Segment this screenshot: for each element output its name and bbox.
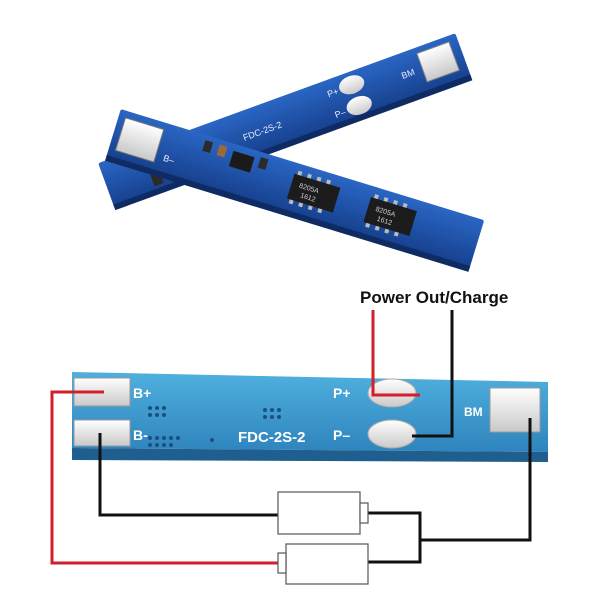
front-b-minus-label: B–: [162, 153, 175, 166]
via-cluster-2: [210, 408, 281, 442]
chip-1: 8205A 1612: [286, 170, 341, 214]
back-p-minus-pad: [346, 95, 372, 116]
back-p-plus-label: P+: [326, 86, 340, 99]
wire-power-black: [412, 310, 454, 438]
chip-2: 8205A 1612: [363, 194, 417, 237]
wire-b-plus-red: [50, 390, 278, 565]
p-minus-pad: [367, 419, 417, 449]
main-board: B+ B- FDC-2S-2 P+ P– BM: [72, 372, 548, 462]
top-board-photo: BM P+ P– FDC-2S-2 B–: [98, 33, 484, 272]
wires: [50, 310, 532, 565]
power-out-charge-caption: Power Out/Charge: [360, 288, 509, 307]
chip-1-line2: 1612: [299, 192, 316, 203]
b-plus-label: B+: [133, 385, 151, 401]
back-p-minus-label: P–: [333, 107, 347, 120]
back-bm-label: BM: [400, 67, 416, 81]
back-bm-pad: [416, 41, 460, 83]
bm-label: BM: [464, 405, 483, 419]
via-cluster-1: [148, 406, 180, 447]
p-plus-label: P+: [333, 385, 351, 401]
bm-pad: [489, 387, 541, 433]
battery-cell-1: [277, 491, 369, 535]
wire-bm-black: [420, 418, 532, 542]
front-b-minus-pad: [114, 117, 165, 163]
p-minus-label: P–: [333, 427, 350, 443]
b-minus-pad: [73, 419, 131, 447]
front-board: B– 8205A 1612 8205A: [105, 109, 484, 272]
model-label: FDC-2S-2: [238, 429, 306, 446]
p-plus-pad: [367, 378, 417, 408]
battery-cell-2: [277, 543, 369, 585]
back-p-plus-pad: [339, 75, 365, 95]
wire-b-minus-black: [98, 433, 278, 517]
b-minus-label: B-: [133, 427, 148, 443]
chip-2-line2: 1612: [376, 216, 393, 227]
wire-power-red: [371, 310, 420, 397]
wire-cell-link: [368, 511, 422, 564]
